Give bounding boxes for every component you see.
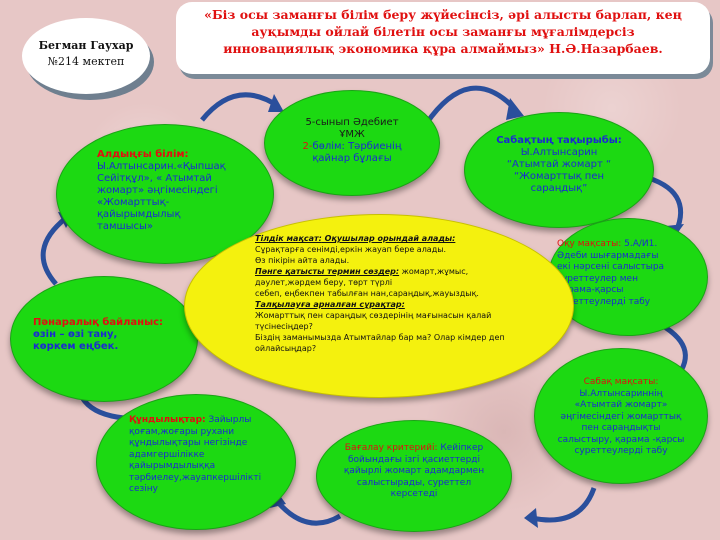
center-line: дәулет,жәрдем беру, төрт түрлі <box>255 278 393 287</box>
values-title: Құндылықтар: Зайырлы <box>129 415 252 425</box>
subject-line-2: ҰМЖ <box>339 129 365 140</box>
assessment-line: бойындағы ізгі қасиеттерді <box>347 454 481 465</box>
assessment-line: салыстырады, суреттел <box>356 477 472 488</box>
lesson-goal-title: Сабақ мақсаты: <box>583 377 659 387</box>
interdisciplinary-line-1: өзін – өзі тану, <box>33 329 118 340</box>
learning-objective-bubble: Оқу мақсаты: 5.А/И1. Әдеби шығармадағы е… <box>548 218 708 336</box>
lesson-goal-line: «Атымтай жомарт» <box>574 400 668 410</box>
assessment-title: Бағалау критерийі: Кейіпкер <box>344 443 484 453</box>
curved-arrow-icon <box>423 85 524 126</box>
center-line: Сұрақтарға сенімді,еркін жауап бере алад… <box>255 245 447 254</box>
assessment-line: керсетеді <box>390 489 438 499</box>
values-line: адамгершілікке <box>129 449 205 460</box>
values-line: құндылықтары негізінде <box>129 438 248 448</box>
prior-knowledge-line: жомарт» әңгімесіндегі <box>97 185 218 196</box>
author-name: Бегман Гаухар <box>38 39 134 52</box>
values-line: тәрбиелеу,жауапкершілікті <box>129 472 262 483</box>
lesson-goal-line: салыстыру, қарама -қарсы <box>557 434 685 445</box>
quote-line-3: инновациялық экономика құра алмаймыз» Н.… <box>223 41 663 56</box>
prior-knowledge-line: Сейітқұл», « Атымтай <box>97 173 212 184</box>
curved-arrow-icon <box>524 487 597 528</box>
author-badge: Бегман Гаухар №214 мектеп <box>22 18 150 94</box>
center-line: түсінесіңдер? <box>255 322 313 331</box>
prior-knowledge-line: Ы.Алтынсарин.«Қыпшақ <box>97 161 226 172</box>
lesson-goal-line: әңгімесіндегі жомарттық <box>560 411 682 422</box>
curved-arrow-icon <box>200 92 284 122</box>
discussion-questions-heading: Талқылауға арналған сұрақтар: <box>255 300 405 309</box>
quote-text: «Біз осы заманғы білім беру жүйесінсіз, … <box>186 6 700 57</box>
interdisciplinary-bubble: Пәнаралық байланыс: өзін – өзі тану, көр… <box>10 276 198 402</box>
subject-line-3: 2-бөлім: Тәрбиенің <box>302 141 402 152</box>
lesson-topic-title: Сабақтың тақырыбы: <box>496 135 622 146</box>
lesson-topic-line: “Жомарттық пен <box>513 171 605 182</box>
values-line: қоғам,жоғары рухани <box>129 426 235 437</box>
prior-knowledge-line: «Жомарттық- <box>97 197 170 208</box>
learning-objective-title: Оқу мақсаты: 5.А/И1. <box>557 239 658 249</box>
learning-objective-line: екі нәрсені салыстыра <box>557 262 665 272</box>
values-bubble: Құндылықтар: Зайырлы қоғам,жоғары рухани… <box>96 394 296 530</box>
center-line: Біздің заманымызда Атымтайлар бар ма? Ол… <box>255 333 505 342</box>
learning-objective-line: суреттеулер мен <box>557 273 638 284</box>
lesson-topic-line: “Атымтай жомарт “ <box>506 159 612 170</box>
lesson-topic-bubble: Сабақтың тақырыбы: Ы.Алтынсарин “Атымтай… <box>464 112 654 228</box>
center-line: Өз пікірін айта алады. <box>255 256 350 265</box>
prior-knowledge-line: қайырымдылық <box>97 209 181 220</box>
language-goals-text: Тілдік мақсат: Оқушылар орындай алады: С… <box>255 233 515 354</box>
values-line: қайырымдылыққа <box>129 461 216 471</box>
key-terms-heading: Пәнге қатысты термин сөздер: жомарт,жұмы… <box>255 267 469 276</box>
language-goal-heading: Тілдік мақсат: Оқушылар орындай алады: <box>255 234 456 243</box>
prior-knowledge-line: тамшысы» <box>97 221 154 232</box>
assessment-line: қайырлі жомарт адамдармен <box>343 466 485 476</box>
interdisciplinary-line-2: көркем еңбек. <box>33 341 119 352</box>
interdisciplinary-title: Пәнаралық байланыс: <box>33 317 164 328</box>
learning-objective-line: Әдеби шығармадағы <box>557 250 659 261</box>
center-line: ойлайсыңдар? <box>255 344 317 353</box>
quote-box: «Біз осы заманғы білім беру жүйесінсіз, … <box>176 2 710 74</box>
lesson-goal-bubble: Сабақ мақсаты: Ы.Алтынсариннің «Атымтай … <box>534 348 708 484</box>
prior-knowledge-bubble: Алдыңғы білім: Ы.Алтынсарин.«Қыпшақ Сейі… <box>56 124 274 264</box>
prior-knowledge-title: Алдыңғы білім: <box>97 149 189 160</box>
lesson-goal-line: пен сараңдықты <box>581 423 661 433</box>
learning-objective-line: қарама-қарсы <box>557 285 624 295</box>
quote-line-2: ауқымды ойлай білетін осы заманғы мұғалі… <box>251 24 635 39</box>
lesson-topic-line: сараңдық” <box>530 183 588 194</box>
author-school: №214 мектеп <box>47 55 125 68</box>
lesson-goal-line: суреттеулерді табу <box>574 446 668 456</box>
subject-line-4: қайнар бұлағы <box>312 153 392 164</box>
language-goals-ellipse: Тілдік мақсат: Оқушылар орындай алады: С… <box>184 214 574 398</box>
lesson-goal-line: Ы.Алтынсариннің <box>579 388 663 399</box>
learning-objective-line: суреттеулерді табу <box>557 296 651 307</box>
lesson-topic-line: Ы.Алтынсарин <box>520 147 598 158</box>
assessment-bubble: Бағалау критерийі: Кейіпкер бойындағы із… <box>316 420 512 532</box>
subject-line-1: 5-сынып Әдебиет <box>305 117 399 128</box>
center-line: себеп, еңбекпен табылған нан,сараңдық,жа… <box>255 289 479 298</box>
values-line: сезіну <box>129 484 158 494</box>
subject-bubble: 5-сынып Әдебиет ҰМЖ 2-бөлім: Тәрбиенің қ… <box>264 90 440 196</box>
quote-line-1: «Біз осы заманғы білім беру жүйесінсіз, … <box>204 7 682 22</box>
center-line: Жомарттық пен сараңдық сөздерінің мағына… <box>255 311 492 320</box>
